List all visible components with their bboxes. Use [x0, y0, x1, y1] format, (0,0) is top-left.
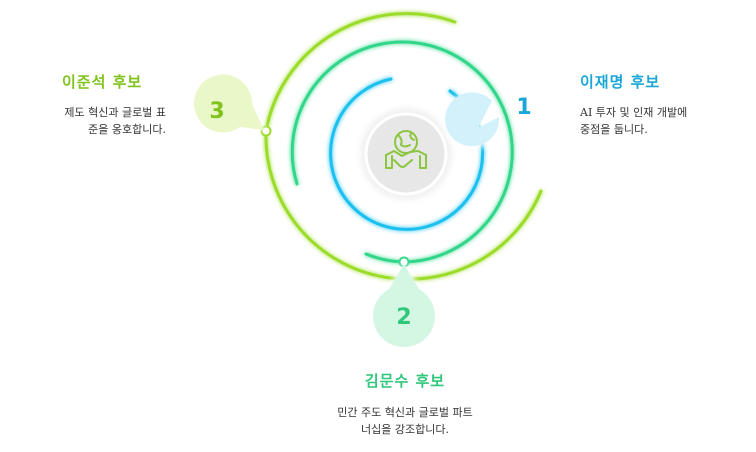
globe-handshake-icon: [385, 130, 427, 169]
ring-outer: [264, 12, 543, 281]
candidate-2-number: 2: [396, 305, 411, 330]
ring-outer-arc-bottom: [264, 129, 543, 281]
candidate-1-bubble: 1: [442, 92, 532, 150]
candidate-2-bubble: 2: [372, 262, 436, 348]
candidate-2-title: 김문수 후보: [364, 372, 446, 390]
bubble-1-body: [445, 92, 500, 147]
candidate-1-desc-line1: AI 투자 및 인재 개발에: [580, 106, 688, 119]
bubble-3-body: [194, 74, 264, 133]
ring-middle-arc-top: [290, 40, 514, 264]
ring-outer-arc-left: [264, 12, 457, 133]
candidate-3-desc-line1: 제도 혁신과 글로벌 표: [64, 106, 166, 119]
candidate-3-bubble: 3: [193, 74, 266, 135]
candidate-3-desc-line2: 준을 옹호합니다.: [88, 123, 166, 136]
candidate-3-number: 3: [209, 99, 224, 124]
candidate-2-desc-line2: 너십을 강조합니다.: [361, 423, 449, 436]
candidate-2-description: 민간 주도 혁신과 글로벌 파트 너십을 강조합니다.: [300, 404, 510, 438]
candidate-1-desc-line2: 중점을 둡니다.: [580, 123, 648, 136]
candidate-1-title: 이재명 후보: [580, 73, 661, 91]
bubble-2-body: [372, 264, 435, 348]
candidate-2-desc-line1: 민간 주도 혁신과 글로벌 파트: [337, 406, 473, 419]
candidate-1-number: 1: [516, 95, 531, 120]
candidate-3-title: 이준석 후보: [62, 73, 143, 91]
candidate-1-description: AI 투자 및 인재 개발에 중점을 둡니다.: [580, 104, 740, 138]
candidate-3-description: 제도 혁신과 글로벌 표 준을 옹호합니다.: [6, 104, 166, 138]
ring-middle-arc-bottom: [364, 252, 406, 264]
